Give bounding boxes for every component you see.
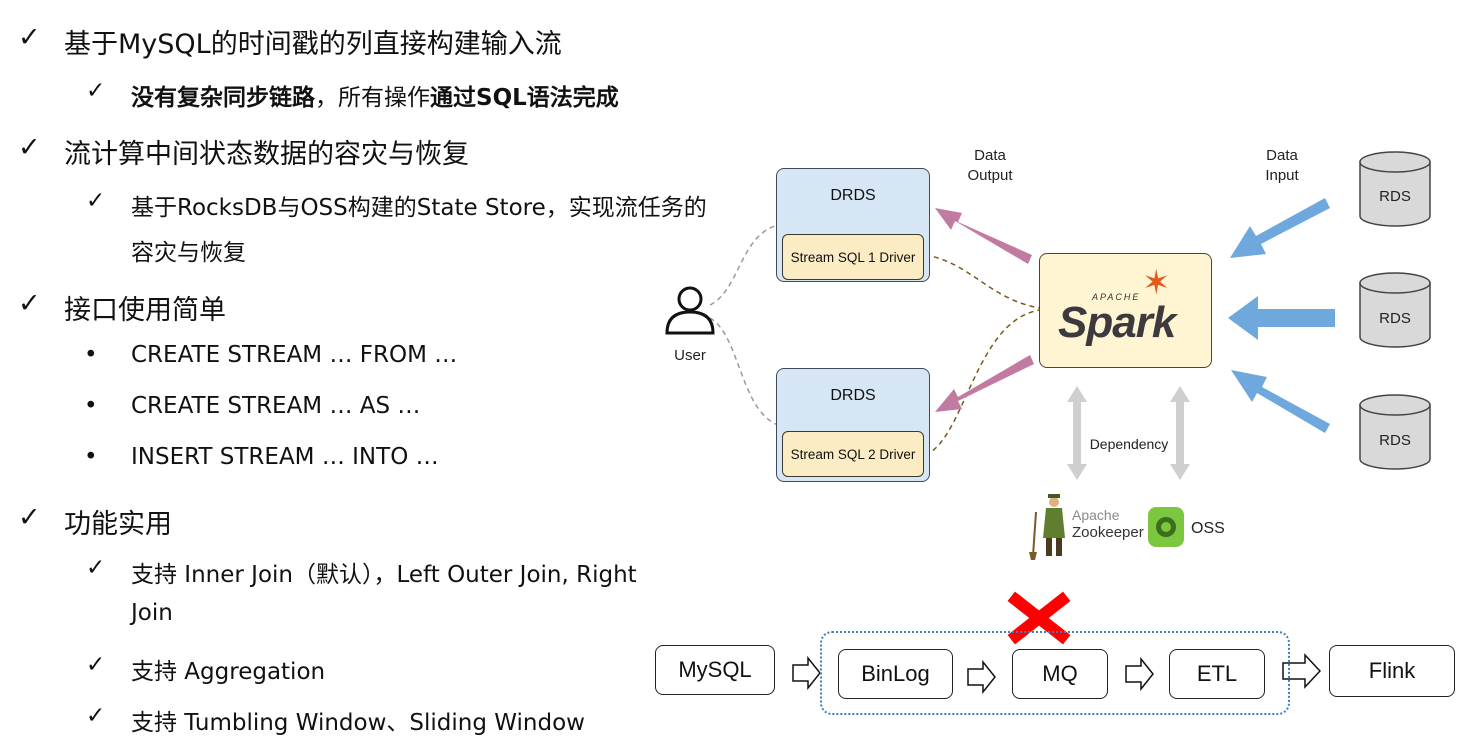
flow-node-mysql: MySQL [655, 645, 775, 695]
drds-title: DRDS [830, 187, 876, 204]
bullet-dot: • [84, 393, 98, 419]
dependency-arrow-2 [1170, 386, 1190, 480]
data-input-label: Data Input [1242, 146, 1322, 186]
drds-box-2: DRDS Stream SQL 2 Driver [776, 368, 930, 482]
check-icon: ✓ [18, 288, 41, 319]
plain-text: ，所有操作 [315, 85, 430, 111]
flow-arrow-4 [1282, 653, 1322, 689]
bullet-dot: • [84, 444, 98, 470]
drds-title: DRDS [830, 387, 876, 404]
user-to-drds1-link [709, 224, 779, 306]
rds-label-2: RDS [1379, 310, 1411, 327]
output-arrow-1 [935, 208, 1032, 264]
output-arrow-2 [935, 355, 1034, 412]
data-output-arrows [935, 208, 1034, 412]
flow-arrow-2 [967, 659, 996, 695]
dependency-label: Dependency [1089, 436, 1169, 452]
flow-arrow-3 [1125, 656, 1154, 692]
pipeline-group [820, 631, 1290, 715]
rds-label-3: RDS [1379, 432, 1411, 449]
flow-node-flink: Flink [1329, 645, 1455, 697]
data-output-line2: Output [967, 167, 1013, 184]
check-icon: ✓ [18, 22, 41, 53]
stream-sql-driver-2: Stream SQL 2 Driver [782, 431, 924, 477]
stream-sql-driver-1: Stream SQL 1 Driver [782, 234, 924, 280]
rds-cylinder-1 [1359, 151, 1431, 227]
check-icon: ✓ [86, 555, 106, 581]
flow-node-etl: ETL [1169, 649, 1265, 699]
dependency-arrow-1 [1067, 386, 1087, 480]
oss-label: OSS [1191, 520, 1225, 537]
bullet-aggregation: 支持 Aggregation [131, 659, 326, 685]
dependency-arrows [1067, 386, 1190, 480]
zookeeper-line2: Zookeeper [1072, 524, 1144, 541]
rds-cylinder-2 [1359, 272, 1431, 348]
input-arrow-3 [1231, 370, 1330, 433]
zookeeper-logo-icon [1029, 494, 1065, 560]
input-arrow-1 [1230, 198, 1330, 258]
check-icon: ✓ [18, 132, 41, 163]
check-icon: ✓ [86, 78, 106, 104]
data-input-line2: Input [1265, 167, 1299, 184]
syntax-create-from: CREATE STREAM … FROM … [131, 342, 458, 368]
drds-box-1: DRDS Stream SQL 1 Driver [776, 168, 930, 282]
rds-cylinder-3 [1359, 394, 1431, 470]
check-icon: ✓ [18, 502, 41, 533]
bullet-simple-interface: 接口使用简单 [64, 295, 226, 326]
bold-text: 通过SQL语法完成 [430, 85, 619, 111]
flow-arrow-1 [792, 655, 821, 691]
user-icon [665, 286, 715, 335]
oss-logo-icon [1148, 507, 1184, 547]
zookeeper-line1: Apache [1072, 507, 1120, 523]
check-icon: ✓ [86, 652, 106, 678]
flow-arrows [792, 653, 1322, 695]
bullet-mysql-stream: 基于MySQL的时间戳的列直接构建输入流 [64, 29, 562, 60]
removed-x-icon [1007, 591, 1071, 645]
syntax-insert-into: INSERT STREAM … INTO … [131, 444, 439, 470]
check-icon: ✓ [86, 188, 106, 214]
user-label: User [674, 347, 706, 364]
rds-label-1: RDS [1379, 188, 1411, 205]
bullet-join-line2: Join [131, 600, 173, 626]
data-input-arrows [1228, 198, 1335, 433]
bullet-state-store-line1: 基于RocksDB与OSS构建的State Store，实现流任务的 [131, 195, 707, 221]
flow-node-binlog: BinLog [838, 649, 953, 699]
driver1-to-spark-link [924, 254, 1041, 309]
syntax-create-as: CREATE STREAM … AS … [131, 393, 421, 419]
bullet-sql-sync: 没有复杂同步链路，所有操作通过SQL语法完成 [131, 78, 619, 112]
data-output-line1: Data [974, 147, 1006, 164]
spark-apache-text: APACHE [1092, 292, 1141, 302]
driver2-to-spark-link [924, 309, 1041, 456]
spark-box: APACHE Spark ✶ [1039, 253, 1212, 368]
check-icon: ✓ [86, 703, 106, 729]
user-to-drds2-link [709, 317, 779, 426]
bold-text: 没有复杂同步链路 [131, 85, 315, 111]
bullet-dot: • [84, 342, 98, 368]
bullet-practical: 功能实用 [64, 509, 172, 540]
rds-cylinders [1359, 151, 1431, 470]
bullet-join-line1: 支持 Inner Join（默认），Left Outer Join, Right [131, 562, 637, 588]
spark-logo-text: Spark [1058, 298, 1176, 347]
bullet-state-store-line2: 容灾与恢复 [131, 240, 246, 266]
data-output-label: Data Output [950, 146, 1030, 186]
bullet-state-recovery: 流计算中间状态数据的容灾与恢复 [64, 139, 469, 170]
data-input-line1: Data [1266, 147, 1298, 164]
input-arrow-2 [1228, 296, 1335, 340]
spark-star-icon: ✶ [1142, 263, 1171, 303]
flow-node-mq: MQ [1012, 649, 1108, 699]
bullet-window: 支持 Tumbling Window、Sliding Window [131, 710, 585, 736]
zookeeper-label: Apache Zookeeper [1072, 506, 1144, 542]
